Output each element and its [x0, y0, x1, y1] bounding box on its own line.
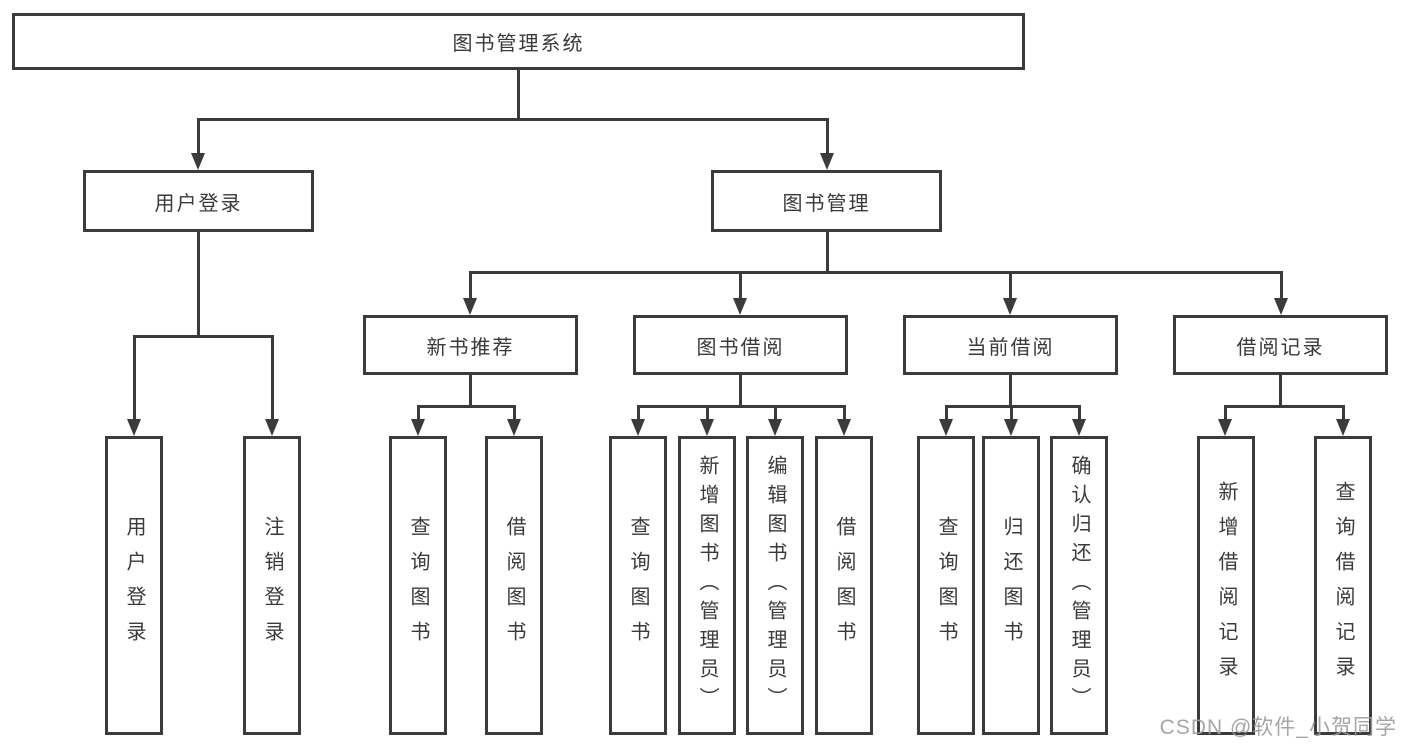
arrow-down-icon	[939, 419, 953, 436]
leaf-label: 新增图书（管理员）	[696, 455, 718, 716]
leaf-label: 查询图书	[407, 515, 429, 656]
arrow-down-icon	[631, 419, 645, 436]
arrow-down-icon	[463, 298, 477, 315]
arrow-down-icon	[1004, 419, 1018, 436]
leaf-borrow-books-2: 借阅图书	[815, 436, 873, 735]
connector-stub	[738, 375, 742, 408]
connector-drop	[705, 406, 709, 424]
leaf-user-login: 用户登录	[105, 436, 163, 735]
connector-stub	[196, 232, 200, 338]
arrow-down-icon	[265, 419, 279, 436]
arrow-down-icon	[1274, 298, 1288, 315]
node-borrow-record: 借阅记录	[1173, 315, 1388, 375]
leaf-logout: 注销登录	[243, 436, 301, 735]
arrow-down-icon	[1218, 419, 1232, 436]
leaf-label: 查询借阅记录	[1332, 480, 1354, 691]
node-current-borrow: 当前借阅	[903, 315, 1118, 375]
arrow-down-icon	[837, 419, 851, 436]
connector-rail	[416, 404, 516, 408]
connector-rail	[1223, 404, 1345, 408]
leaf-label: 借阅图书	[503, 515, 525, 656]
connector-drop	[636, 406, 640, 424]
node-library-system: 图书管理系统	[12, 13, 1025, 70]
connector-rail	[132, 334, 274, 338]
arrow-down-icon	[127, 419, 141, 436]
leaf-edit-books-admin: 编辑图书（管理员）	[746, 436, 804, 735]
connector-drop	[416, 406, 420, 424]
leaf-query-books-3: 查询图书	[917, 436, 975, 735]
connector-stub	[825, 232, 829, 274]
connector-drop	[842, 406, 846, 424]
leaf-confirm-return-admin: 确认归还（管理员）	[1050, 436, 1108, 735]
connector-stub	[1278, 375, 1282, 408]
connector-stub	[468, 375, 472, 408]
arrow-down-icon	[768, 419, 782, 436]
arrow-down-icon	[191, 153, 205, 170]
connector-drop	[512, 406, 516, 424]
connector-drop	[825, 119, 829, 158]
watermark: CSDN @软件_小贺同学	[1159, 716, 1397, 739]
connector-drop	[1077, 406, 1081, 424]
arrow-down-icon	[411, 419, 425, 436]
arrow-down-icon	[733, 298, 747, 315]
connector-stub	[516, 70, 520, 121]
leaf-query-borrow-record: 查询借阅记录	[1314, 436, 1372, 735]
connector-drop	[738, 272, 742, 303]
leaf-query-books-2: 查询图书	[609, 436, 667, 735]
node-book-borrow: 图书借阅	[633, 315, 848, 375]
leaf-query-books-1: 查询图书	[389, 436, 447, 735]
leaf-label: 归还图书	[1000, 515, 1022, 656]
leaf-label: 编辑图书（管理员）	[764, 455, 786, 716]
arrow-down-icon	[1336, 419, 1350, 436]
connector-drop	[1008, 272, 1012, 303]
connector-drop	[1279, 272, 1283, 303]
connector-rail	[468, 270, 1283, 274]
arrow-down-icon	[820, 153, 834, 170]
leaf-add-borrow-record: 新增借阅记录	[1197, 436, 1255, 735]
connector-drop	[196, 119, 200, 158]
connector-drop	[1009, 406, 1013, 424]
connector-drop	[468, 272, 472, 303]
connector-rail	[636, 404, 846, 408]
arrow-down-icon	[700, 419, 714, 436]
leaf-label: 确认归还（管理员）	[1068, 455, 1090, 716]
connector-drop	[773, 406, 777, 424]
connector-stub	[1008, 375, 1012, 408]
node-new-book-recommend: 新书推荐	[363, 315, 578, 375]
arrow-down-icon	[1003, 298, 1017, 315]
leaf-label: 查询图书	[627, 515, 649, 656]
connector-rail	[196, 117, 829, 121]
connector-rail	[944, 404, 1081, 408]
leaf-return-books: 归还图书	[982, 436, 1040, 735]
connector-drop	[1341, 406, 1345, 424]
leaf-label: 借阅图书	[833, 515, 855, 656]
connector-drop	[1223, 406, 1227, 424]
arrow-down-icon	[1072, 419, 1086, 436]
connector-drop	[944, 406, 948, 424]
leaf-label: 注销登录	[261, 515, 283, 656]
leaf-label: 新增借阅记录	[1215, 480, 1237, 691]
node-book-management: 图书管理	[711, 170, 942, 232]
arrow-down-icon	[507, 419, 521, 436]
leaf-label: 查询图书	[935, 515, 957, 656]
connector-drop	[132, 336, 136, 424]
connector-drop	[270, 336, 274, 424]
leaf-label: 用户登录	[123, 515, 145, 656]
leaf-add-books-admin: 新增图书（管理员）	[678, 436, 736, 735]
leaf-borrow-books-1: 借阅图书	[485, 436, 543, 735]
node-user-login: 用户登录	[83, 170, 314, 232]
